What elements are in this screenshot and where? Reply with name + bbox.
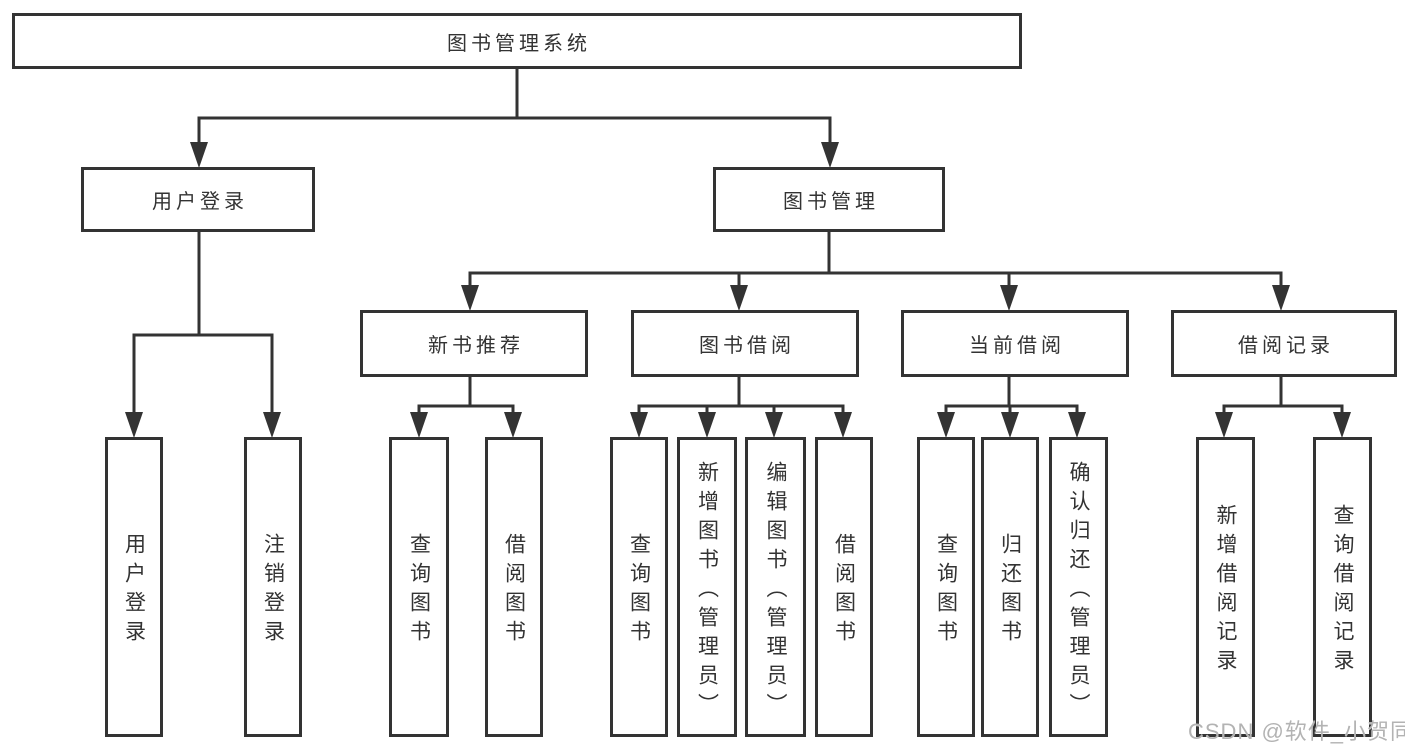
leaf-query-books-borrow: 查询图书 [610,437,668,737]
node-book-borrow-label: 图书借阅 [699,335,795,357]
leaf-confirm-return-admin-label: 确认归还（管理员） [1067,460,1090,722]
node-user-login: 用户登录 [81,167,315,232]
leaf-query-books-current-label: 查询图书 [934,533,958,649]
leaf-add-book-admin: 新增图书（管理员） [677,437,737,737]
leaf-logout: 注销登录 [244,437,302,737]
connector-root-to-level2 [190,69,839,168]
leaf-query-borrow-record-label: 查询借阅记录 [1331,504,1354,678]
leaf-return-book: 归还图书 [981,437,1039,737]
connector-book-management-level3 [461,232,1290,311]
leaf-query-books-recommend: 查询图书 [389,437,449,737]
node-user-login-label: 用户登录 [152,191,248,213]
leaf-logout-label: 注销登录 [261,533,285,649]
connector-borrow-records-children [1215,377,1351,438]
leaf-user-login-label: 用户登录 [122,533,146,649]
node-root-label: 图书管理系统 [447,32,591,55]
node-book-borrow: 图书借阅 [631,310,859,377]
leaf-add-borrow-record-label: 新增借阅记录 [1214,504,1237,678]
leaf-user-login: 用户登录 [105,437,163,737]
connector-user-login-children [125,232,281,438]
leaf-query-books-recommend-label: 查询图书 [407,533,431,649]
node-current-borrow: 当前借阅 [901,310,1129,377]
node-root: 图书管理系统 [12,13,1022,69]
node-new-book-recommend: 新书推荐 [360,310,588,377]
leaf-return-book-label: 归还图书 [998,533,1022,649]
leaf-add-borrow-record: 新增借阅记录 [1196,437,1255,737]
leaf-borrow-books-recommend: 借阅图书 [485,437,543,737]
leaf-confirm-return-admin: 确认归还（管理员） [1049,437,1108,737]
leaf-edit-book-admin-label: 编辑图书（管理员） [764,460,787,722]
leaf-borrow-books-label: 借阅图书 [832,533,856,649]
leaf-edit-book-admin: 编辑图书（管理员） [745,437,806,737]
node-borrow-records: 借阅记录 [1171,310,1397,377]
leaf-borrow-books-recommend-label: 借阅图书 [502,533,526,649]
connector-book-borrow-children [630,377,852,438]
node-book-management: 图书管理 [713,167,945,232]
leaf-add-book-admin-label: 新增图书（管理员） [695,460,719,722]
connector-current-borrow-children [937,377,1086,438]
node-book-management-label: 图书管理 [783,191,879,213]
connector-new-book-recommend-children [410,377,522,438]
node-new-book-recommend-label: 新书推荐 [428,335,524,357]
node-current-borrow-label: 当前借阅 [969,335,1065,357]
leaf-query-books-borrow-label: 查询图书 [627,533,651,649]
leaf-query-borrow-record: 查询借阅记录 [1313,437,1372,737]
watermark: CSDN @软件_小贺同学 [1188,719,1405,744]
leaf-borrow-books: 借阅图书 [815,437,873,737]
node-borrow-records-label: 借阅记录 [1238,335,1334,357]
leaf-query-books-current: 查询图书 [917,437,975,737]
